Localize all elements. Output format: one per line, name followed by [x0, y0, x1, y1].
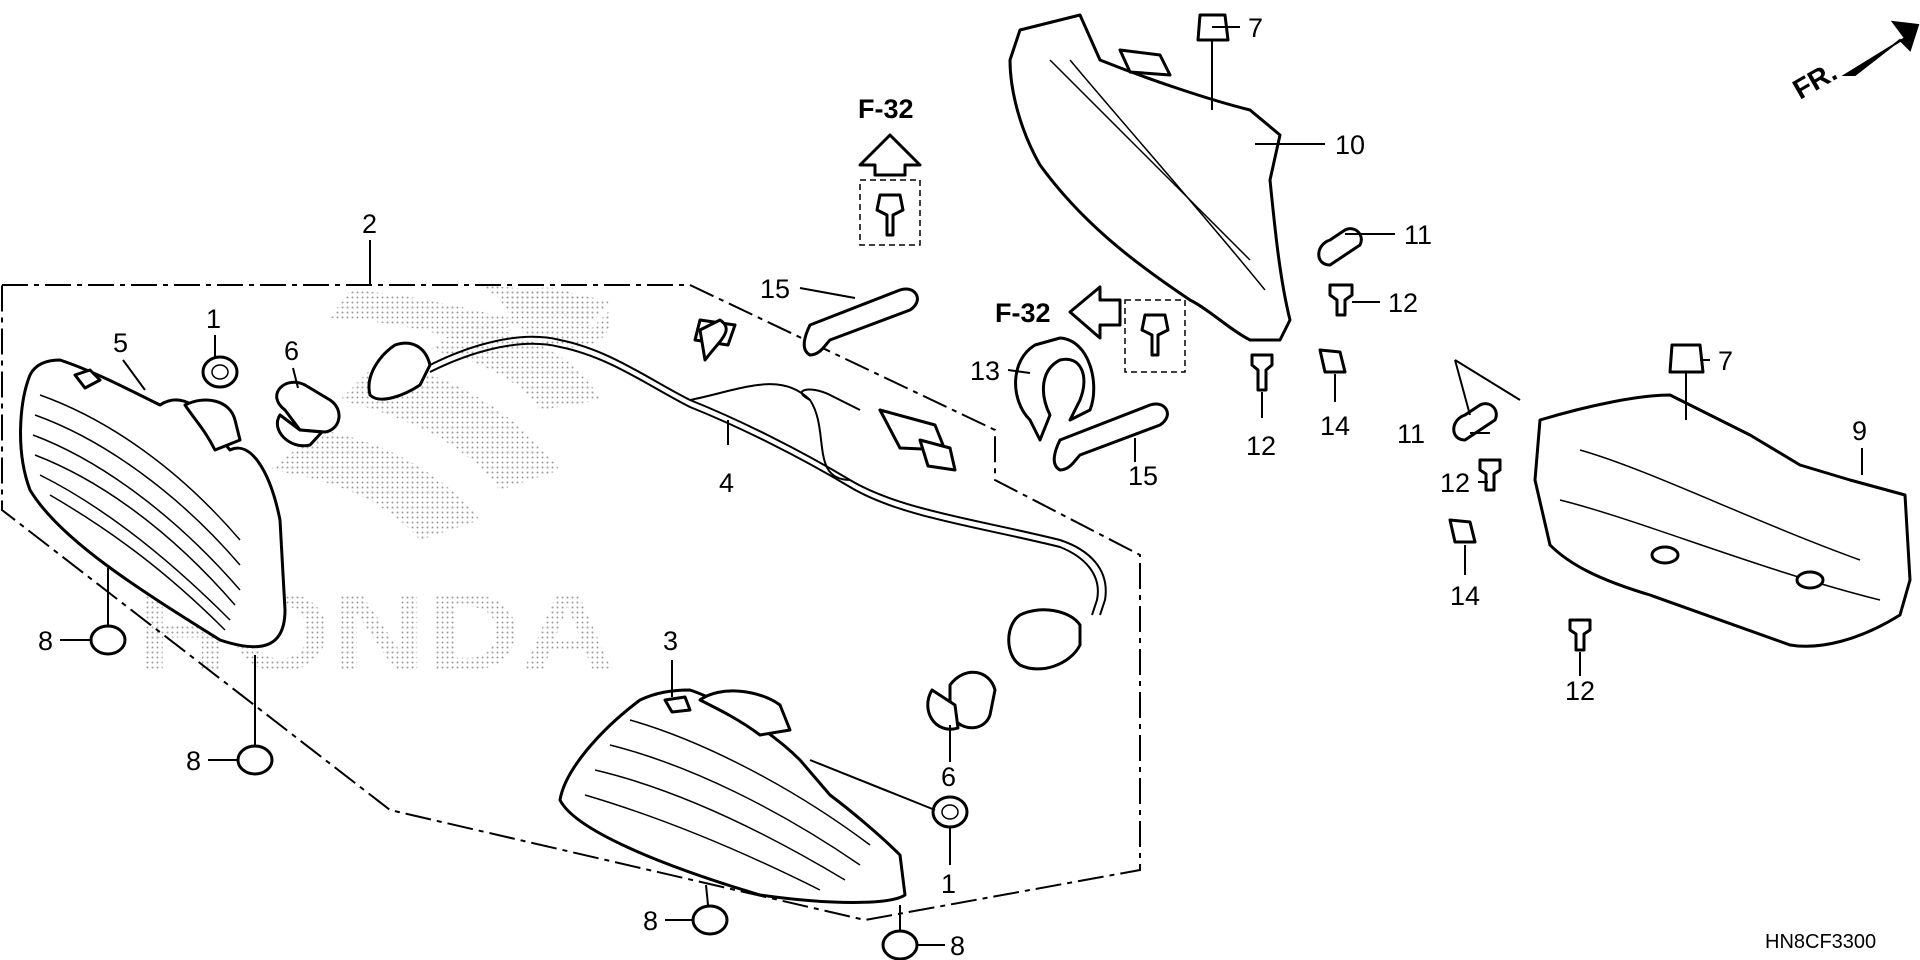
- callout-12c: 12: [1440, 468, 1470, 498]
- callout-6b: 6: [941, 762, 956, 792]
- callout-9: 9: [1852, 416, 1867, 446]
- callout-11b: 11: [1397, 419, 1425, 449]
- callout-10: 10: [1335, 130, 1365, 160]
- front-direction-label: FR.: [1788, 56, 1843, 105]
- band-part: [1014, 336, 1096, 442]
- callout-12d: 12: [1565, 676, 1595, 706]
- screw-part: [1250, 283, 1592, 652]
- callout-5: 5: [113, 328, 128, 358]
- callout-8a: 8: [38, 626, 53, 656]
- ref-arrow-up-icon: [858, 133, 922, 177]
- ref-arrow-left-icon: [1068, 285, 1122, 340]
- callout-15a: 15: [760, 274, 790, 304]
- clip-box-mid: [1124, 299, 1186, 373]
- callout-13: 13: [970, 356, 1000, 386]
- callout-15b: 15: [1128, 461, 1158, 491]
- callout-8d: 8: [950, 931, 965, 960]
- callout-1b: 1: [941, 869, 956, 899]
- callout-8b: 8: [186, 746, 201, 776]
- cover-lower-part: [1533, 393, 1912, 648]
- callout-2: 2: [362, 209, 377, 239]
- cover-upper-part: [1008, 13, 1292, 342]
- reference-f32-mid: F-32: [995, 298, 1051, 328]
- callout-3: 3: [663, 626, 678, 656]
- rubber-mount-part: [89, 624, 919, 960]
- callout-11a: 11: [1404, 220, 1432, 250]
- callout-1a: 1: [206, 304, 221, 334]
- callout-7b: 7: [1718, 346, 1733, 376]
- callout-14a: 14: [1320, 411, 1350, 441]
- assembly-boundary: [1, 284, 1141, 922]
- callout-12a: 12: [1388, 288, 1418, 318]
- callout-6a: 6: [284, 336, 299, 366]
- clip-box-top: [859, 179, 921, 246]
- callout-7a: 7: [1248, 13, 1263, 43]
- bracket-part: [802, 287, 1169, 472]
- callout-14b: 14: [1450, 581, 1480, 611]
- clamp-part: [1317, 227, 1498, 442]
- callout-8c: 8: [643, 906, 658, 936]
- nut-part: [1318, 348, 1477, 544]
- diagram-code: HN8CF3300: [1765, 931, 1876, 953]
- wire-harness-part: [367, 318, 1107, 671]
- headlight-right-part: [558, 688, 907, 904]
- leader-lines: [60, 26, 1863, 946]
- reference-f32-top: F-32: [858, 94, 914, 124]
- callout-12b: 12: [1246, 431, 1276, 461]
- bulb-part: [275, 380, 997, 731]
- front-direction-arrow-icon: FR.: [1788, 20, 1920, 105]
- headlight-left-part: [19, 358, 287, 649]
- grommet-part: [201, 355, 969, 829]
- callout-4: 4: [719, 468, 734, 498]
